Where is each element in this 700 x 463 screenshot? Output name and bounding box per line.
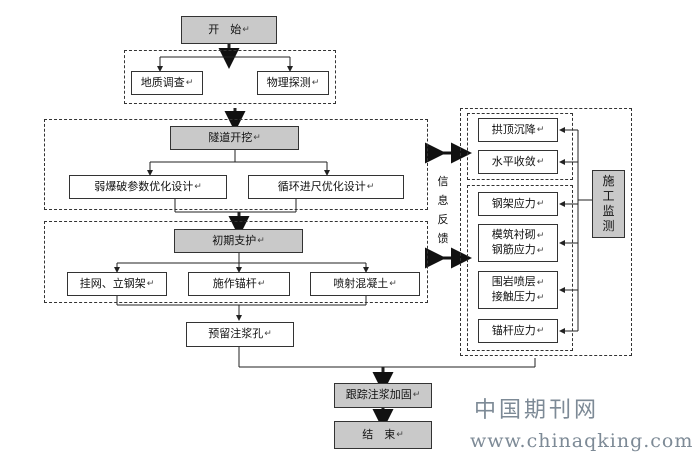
return-mark: ↵ [185, 77, 194, 88]
node-start-text: 开 始 [208, 22, 242, 36]
monitor-bolt-stress: 锚杆应力↵ [478, 319, 558, 343]
node-initial-support: 初期支护↵ [174, 229, 303, 253]
return-mark: ↵ [242, 24, 250, 35]
node-start: 开 始↵ [181, 16, 277, 44]
return-mark: ↵ [146, 278, 155, 289]
return-mark: ↵ [311, 77, 320, 88]
monitoring-upper-subgroup [467, 113, 573, 180]
node-rock-bolt-text: 施作锚杆 [212, 276, 257, 290]
monitoring-title-char: 监 [602, 204, 615, 218]
monitor-lining-line2: 钢筋应力 [491, 243, 536, 256]
return-mark: ↵ [264, 329, 272, 340]
node-geo-survey: 地质调查↵ [131, 71, 203, 95]
monitor-horizontal-convergence-text: 水平收敛 [491, 154, 536, 168]
node-mesh-steel-arch-text: 挂网、立钢架 [79, 276, 146, 290]
feedback-char: 信 [437, 175, 449, 188]
monitor-lining-line1: 模筑衬砌 [491, 228, 536, 242]
monitoring-title-char: 施 [602, 174, 615, 188]
feedback-label: 信 息 反 馈 [436, 172, 450, 248]
monitoring-group [460, 108, 632, 356]
monitor-vault-settlement-text: 拱顶沉降 [491, 122, 536, 136]
node-tracking-grouting: 跟踪注浆加固↵ [334, 383, 432, 408]
monitor-contact-line2: 接触压力 [491, 290, 536, 303]
node-reserve-grout-hole-text: 预留注浆孔 [208, 327, 264, 341]
monitor-contact-pressure: 围岩喷层↵ 接触压力↵ [478, 271, 558, 309]
return-mark: ↵ [536, 293, 545, 303]
node-shotcrete: 喷射混凝土↵ [310, 272, 420, 296]
excavation-group [44, 119, 428, 210]
return-mark: ↵ [536, 246, 545, 256]
monitor-lining-rebar-stress: 模筑衬砌↵ 钢筋应力↵ [478, 224, 558, 262]
watermark-cn: 中国期刊网 [474, 398, 600, 423]
node-tunnel-excavation: 隧道开挖↵ [170, 126, 299, 150]
return-mark: ↵ [536, 156, 545, 167]
node-blast-param-text: 弱爆破参数优化设计 [94, 179, 194, 193]
return-mark: ↵ [536, 325, 545, 336]
node-tracking-grouting-text: 跟踪注浆加固 [345, 388, 412, 402]
support-group [44, 221, 428, 303]
monitor-steel-arch-stress: 钢架应力↵ [478, 192, 558, 216]
return-mark: ↵ [257, 278, 266, 289]
node-geo-probe-text: 物理探测 [266, 75, 311, 89]
watermark-url: www.chinaqking.com [470, 430, 694, 452]
feedback-char: 息 [437, 194, 449, 207]
monitor-vault-settlement: 拱顶沉降↵ [478, 118, 558, 142]
return-mark: ↵ [366, 181, 375, 192]
node-cycle-footage: 循环进尺优化设计↵ [248, 175, 404, 199]
return-mark: ↵ [194, 181, 202, 192]
node-end-text: 结 束 [362, 427, 396, 441]
node-shotcrete-text: 喷射混凝土 [333, 276, 389, 290]
return-mark: ↵ [389, 278, 397, 289]
monitoring-lower-subgroup [467, 185, 573, 351]
node-geo-survey-text: 地质调查 [140, 75, 185, 89]
node-end: 结 束↵ [334, 421, 432, 449]
node-cycle-footage-text: 循环进尺优化设计 [277, 179, 366, 193]
monitoring-title-char: 工 [602, 189, 615, 203]
return-mark: ↵ [536, 198, 545, 209]
monitoring-title: 施工监测 [592, 170, 625, 238]
node-rock-bolt: 施作锚杆↵ [188, 272, 290, 296]
monitor-horizontal-convergence: 水平收敛↵ [478, 150, 558, 174]
monitor-contact-line1: 围岩喷层 [491, 275, 536, 289]
return-mark: ↵ [536, 124, 545, 135]
node-geo-probe: 物理探测↵ [257, 71, 329, 95]
monitoring-title-char: 测 [602, 219, 615, 233]
node-mesh-steel-arch: 挂网、立钢架↵ [67, 272, 167, 296]
node-reserve-grout-hole: 预留注浆孔↵ [186, 322, 294, 347]
return-mark: ↵ [257, 235, 265, 246]
return-mark: ↵ [396, 429, 404, 440]
return-mark: ↵ [253, 132, 261, 143]
feedback-char: 反 [437, 213, 449, 226]
survey-group [124, 50, 336, 104]
return-mark: ↵ [412, 390, 421, 401]
feedback-char: 馈 [437, 232, 449, 245]
monitor-bolt-stress-text: 锚杆应力 [491, 323, 536, 337]
node-initial-support-text: 初期支护 [212, 233, 257, 247]
node-tunnel-excavation-text: 隧道开挖 [208, 130, 253, 144]
monitor-steel-arch-stress-text: 钢架应力 [491, 196, 536, 210]
return-mark: ↵ [536, 278, 545, 289]
node-blast-param: 弱爆破参数优化设计↵ [69, 175, 227, 199]
return-mark: ↵ [536, 231, 545, 242]
